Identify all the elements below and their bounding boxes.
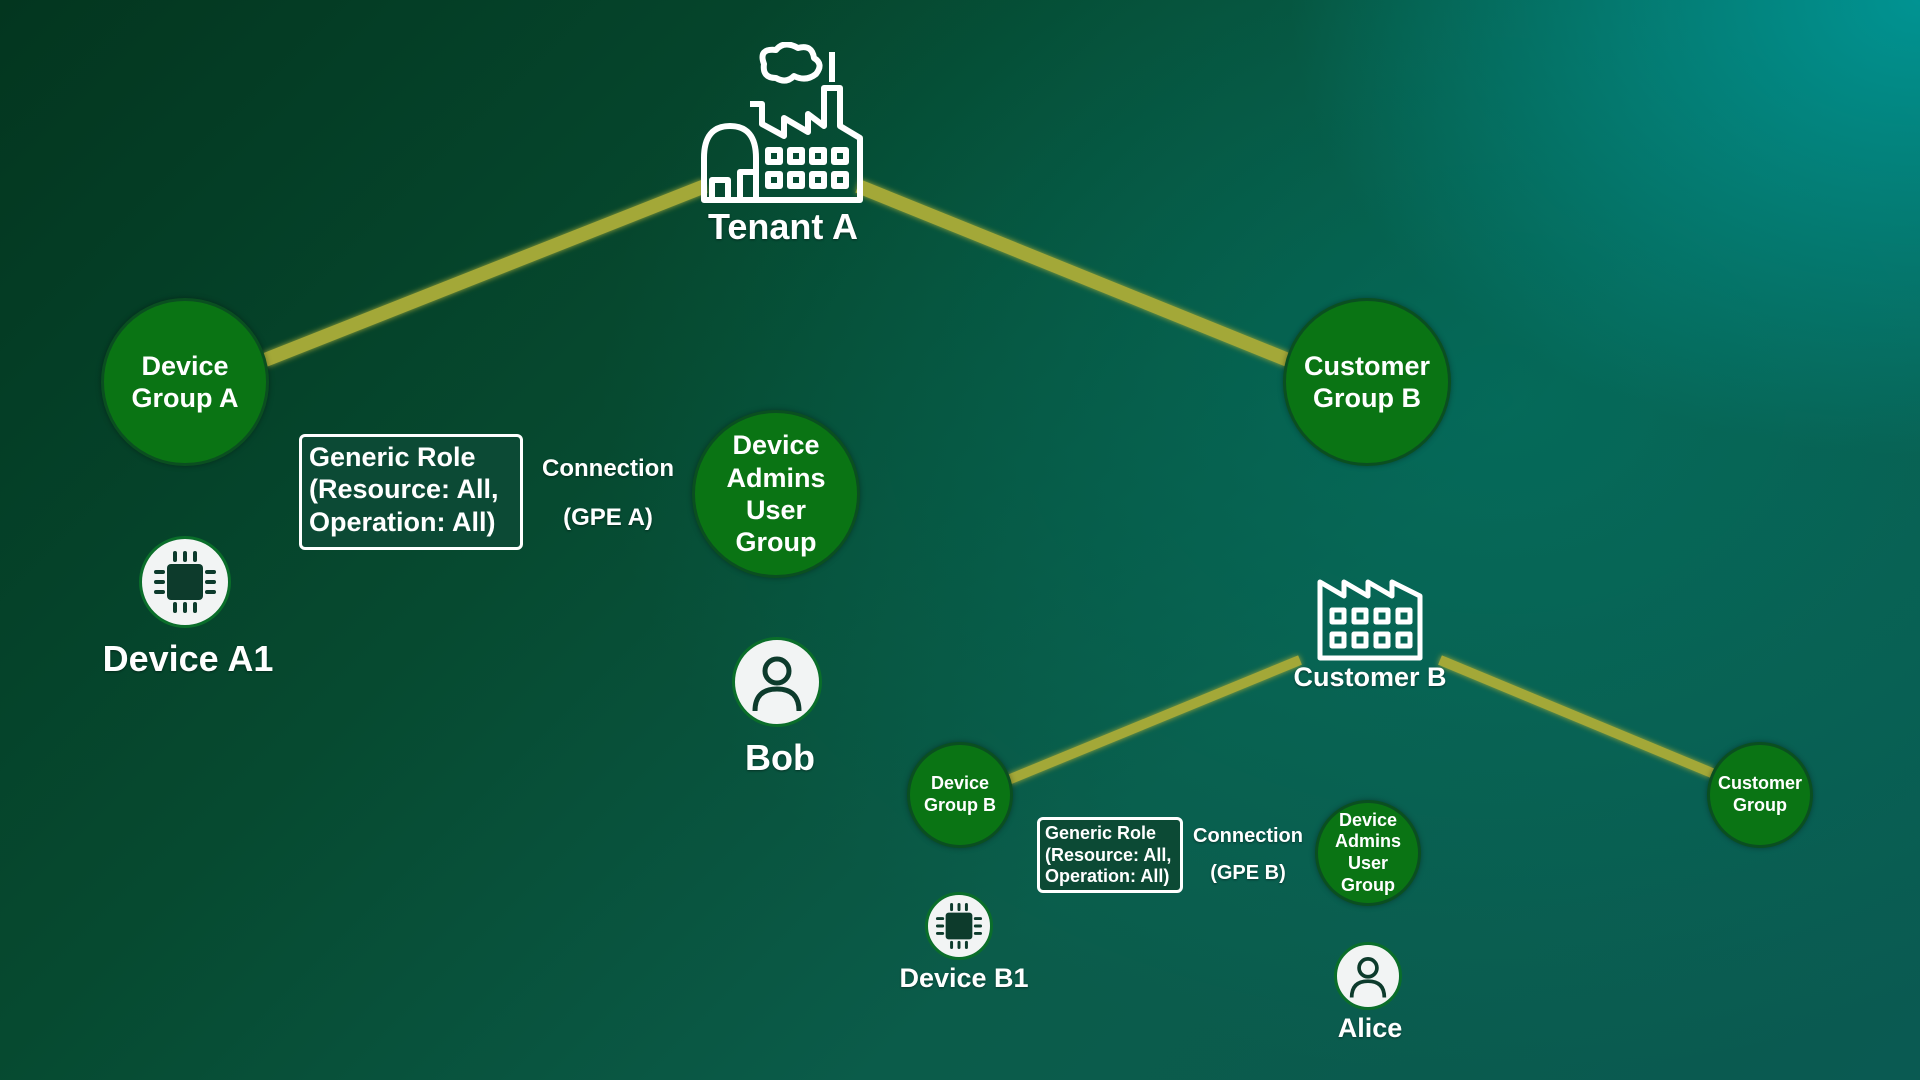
customer-group-node[interactable]: Customer Group <box>1707 742 1813 848</box>
alice-label: Alice <box>1337 1013 1403 1043</box>
link-customer-b-to-customer-group <box>1438 655 1714 778</box>
chip-icon <box>154 551 216 613</box>
connection-b-label: Connection <box>1193 825 1303 847</box>
connection-a-label: Connection <box>542 455 674 482</box>
link-tenant-to-customer-group-b <box>855 179 1291 367</box>
factory-icon <box>1317 579 1423 661</box>
device-a1-label: Device A1 <box>102 638 274 679</box>
device-admins-group-a-node[interactable]: Device Admins User Group <box>692 410 860 578</box>
customer-group-b-label: Customer Group B <box>1303 350 1431 413</box>
user-icon <box>1349 957 1387 998</box>
generic-role-a-box[interactable]: Generic Role (Resource: All, Operation: … <box>299 434 523 550</box>
alice-badge[interactable] <box>1334 942 1402 1010</box>
connection-a-sub: (GPE A) <box>563 504 653 531</box>
generic-role-b-box[interactable]: Generic Role (Resource: All, Operation: … <box>1037 817 1183 893</box>
bob-label: Bob <box>745 737 815 778</box>
customer-group-label: Customer Group <box>1717 773 1802 815</box>
tenant-label: Tenant A <box>708 206 858 247</box>
device-group-a-node[interactable]: Device Group A <box>101 298 269 466</box>
factory-icon <box>701 42 863 203</box>
device-group-b-node[interactable]: Device Group B <box>907 742 1013 848</box>
device-group-b-label: Device Group B <box>924 773 996 815</box>
customer-b-label: Customer B <box>1293 662 1447 692</box>
device-admins-group-a-label: Device Admins User Group <box>726 430 826 558</box>
link-tenant-to-device-group-a <box>262 179 708 367</box>
device-a1-badge[interactable] <box>139 536 231 628</box>
device-group-a-label: Device Group A <box>131 350 239 413</box>
device-admins-group-b-label: Device Admins User Group <box>1334 809 1401 895</box>
bob-badge[interactable] <box>732 637 822 727</box>
device-b1-label: Device B1 <box>899 963 1029 993</box>
device-admins-group-b-node[interactable]: Device Admins User Group <box>1315 800 1421 906</box>
connection-b-sub: (GPE B) <box>1210 862 1286 884</box>
chip-icon <box>935 902 983 950</box>
link-customer-b-to-device-group-b <box>1006 655 1302 785</box>
user-icon <box>752 656 802 712</box>
device-b1-badge[interactable] <box>925 892 993 960</box>
customer-group-b-node[interactable]: Customer Group B <box>1283 298 1451 466</box>
